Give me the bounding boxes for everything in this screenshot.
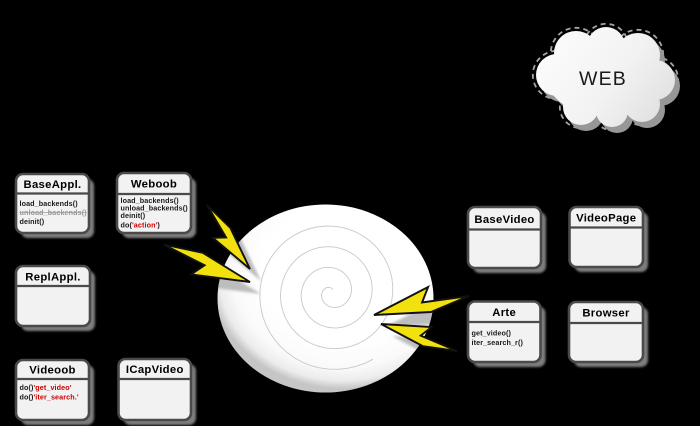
svg-text:do()'get_video': do()'get_video' (20, 383, 72, 392)
svg-text:load_backends(): load_backends() (20, 199, 79, 208)
svg-text:get_video(): get_video() (472, 329, 512, 338)
svg-text:do('action'): do('action') (121, 221, 161, 230)
svg-text:deinit(): deinit() (121, 211, 146, 220)
svg-text:Browser: Browser (582, 308, 630, 320)
svg-text:load_backends(): load_backends() (121, 196, 180, 205)
svg-text:iter_search_r(): iter_search_r() (472, 338, 524, 347)
svg-text:do()'iter_search.': do()'iter_search.' (20, 392, 79, 401)
svg-text:Videoob: Videoob (29, 365, 75, 377)
svg-text:VideoPage: VideoPage (576, 212, 636, 224)
svg-text:ReplAppl.: ReplAppl. (25, 271, 80, 283)
svg-text:Arte: Arte (492, 307, 516, 319)
svg-text:unload_backends(): unload_backends() (121, 203, 189, 212)
svg-text:BaseVideo: BaseVideo (474, 214, 534, 226)
svg-text:deinit(): deinit() (20, 217, 45, 226)
svg-text:WEB: WEB (579, 68, 627, 90)
svg-text:unload_backends(): unload_backends() (20, 208, 88, 217)
svg-text:ICapVideo: ICapVideo (126, 364, 184, 376)
svg-text:Weboob: Weboob (131, 179, 177, 191)
svg-text:BaseAppl.: BaseAppl. (24, 179, 82, 191)
